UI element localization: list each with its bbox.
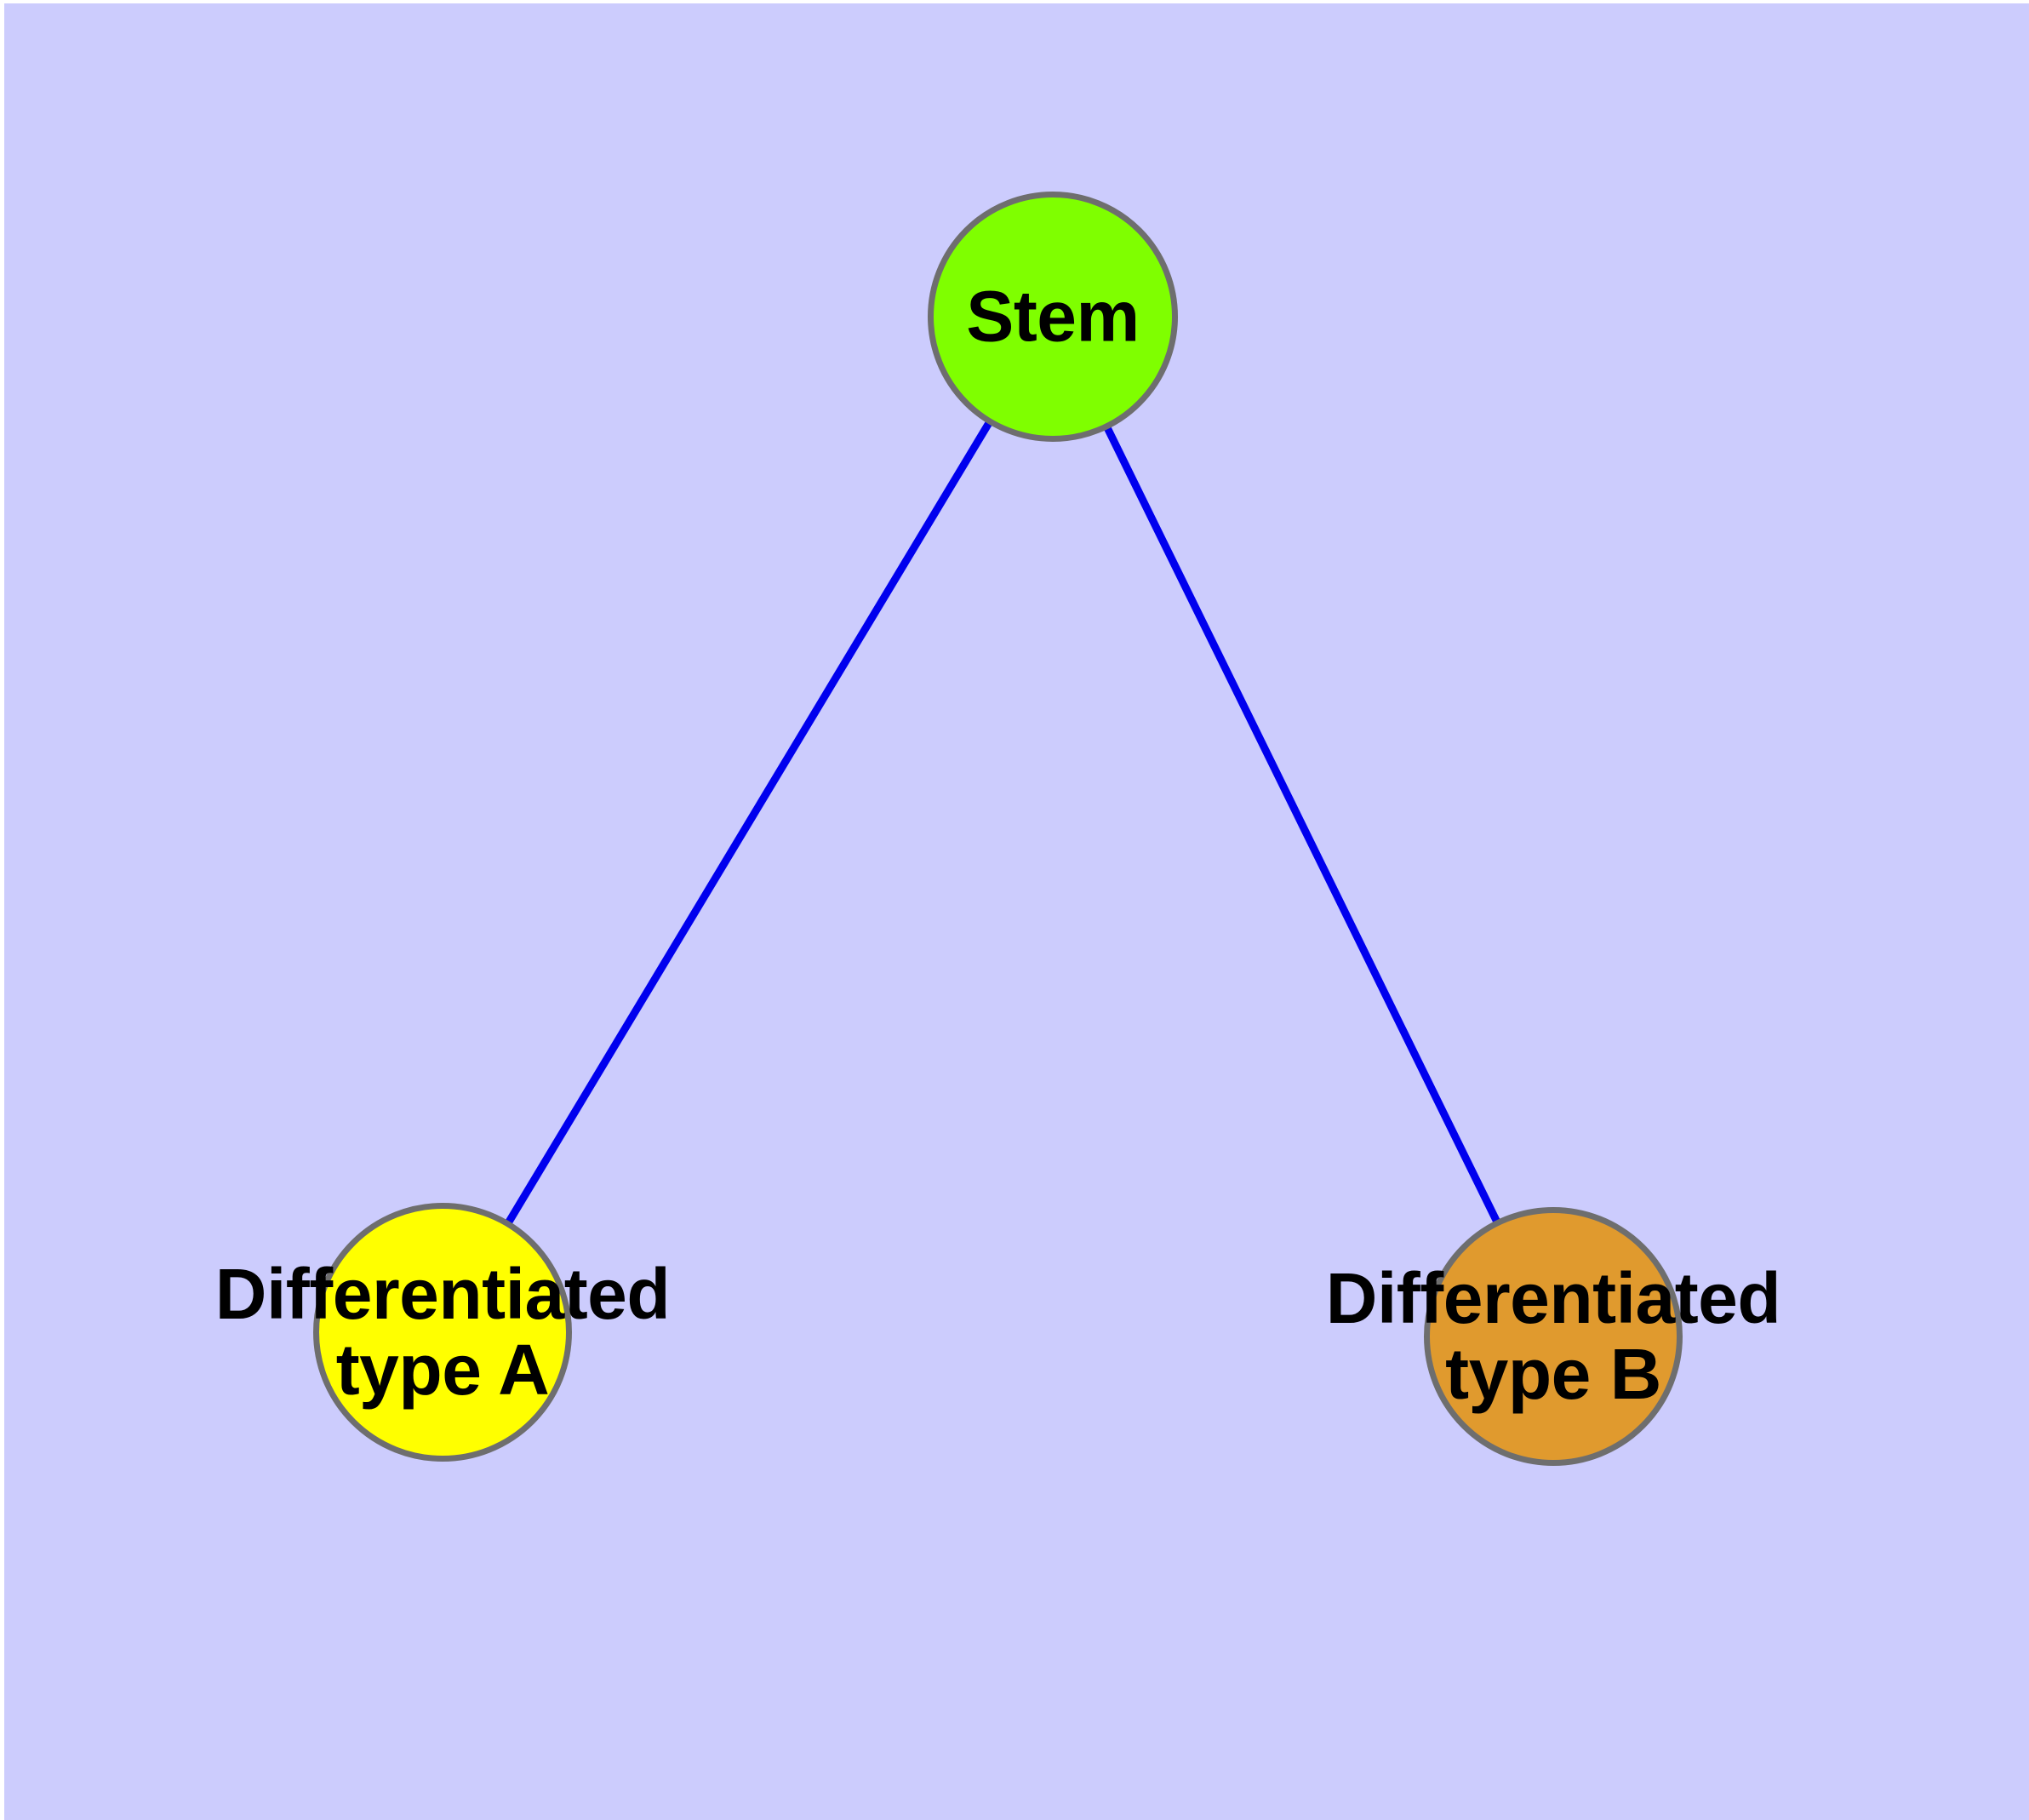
node-stem-circle[interactable]: [928, 192, 1178, 442]
node-differentiated-type-b-label-line-1: Differentiated: [1325, 1257, 1781, 1338]
edge-stem-diff-b: [1103, 426, 1500, 1224]
node-stem-label-line-1: Stem: [966, 276, 1140, 357]
node-differentiated-type-b-label: Differentiated type B: [1325, 1257, 1781, 1414]
node-differentiated-type-a-circle[interactable]: [313, 1203, 572, 1462]
node-differentiated-type-a-label-line-2: type A: [335, 1330, 550, 1410]
node-differentiated-type-b[interactable]: Differentiated type B: [1326, 1207, 1781, 1466]
node-differentiated-type-b-circle[interactable]: [1424, 1207, 1683, 1466]
node-stem-label: Stem: [966, 276, 1140, 357]
node-stem[interactable]: Stem: [928, 192, 1178, 442]
node-differentiated-type-b-label-line-2: type B: [1445, 1334, 1661, 1414]
node-differentiated-type-a-label-line-1: Differentiated: [214, 1253, 671, 1334]
node-differentiated-type-a-label: Differentiated type A: [214, 1253, 671, 1410]
node-differentiated-type-a[interactable]: Differentiated type A: [215, 1203, 671, 1462]
edge-stem-diff-a: [505, 420, 993, 1225]
